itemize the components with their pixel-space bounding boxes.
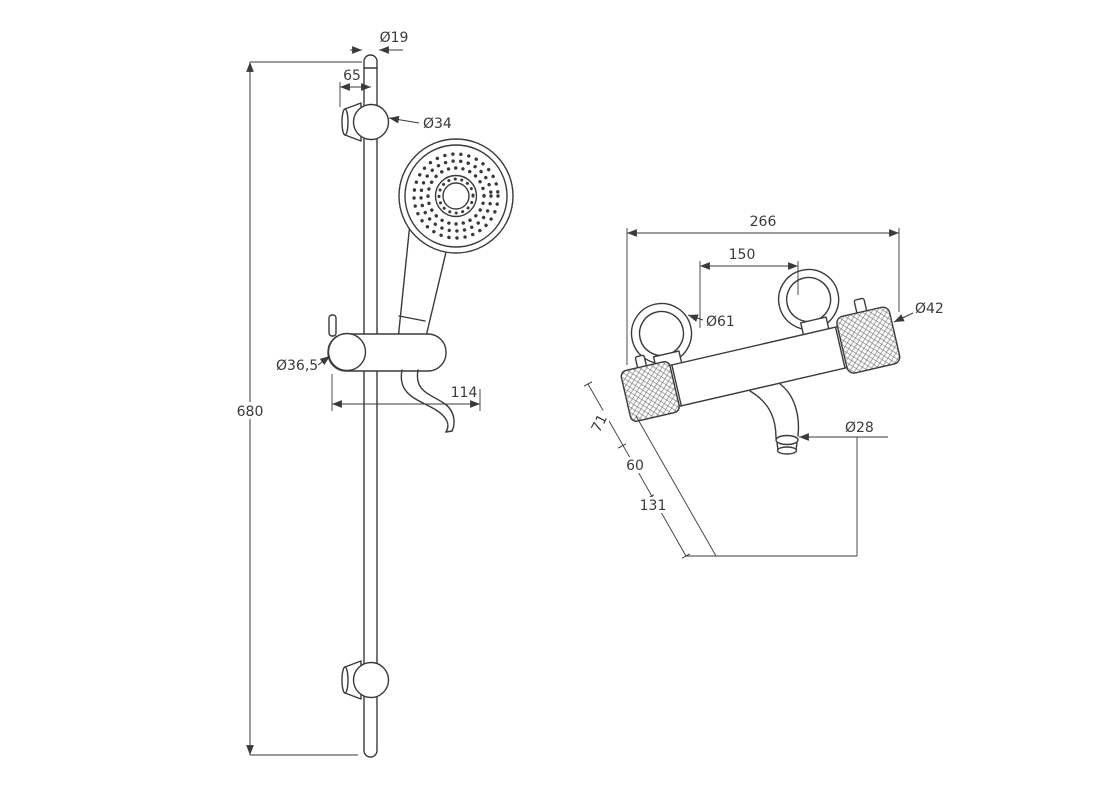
rail-tube: [363, 54, 378, 758]
spout-aerator: [776, 446, 798, 455]
dim-label-spout-offset: 60: [626, 458, 644, 474]
dim-rail-length: 680: [233, 61, 362, 756]
dim-label-overall-width: 266: [750, 214, 777, 230]
dim-connection-centres: 150: [699, 247, 799, 328]
dim-label-rail-length: 680: [237, 404, 264, 420]
dim-overall-width: 266: [626, 214, 900, 365]
shower-hose: [400, 369, 455, 433]
slider-holder: [327, 314, 447, 372]
mixer-body-group: [620, 268, 901, 422]
dim-spout-diameter: Ø28: [686, 420, 888, 557]
dim-label-bracket-offset: 65: [343, 68, 361, 84]
dim-rail-top-diameter: Ø19: [350, 30, 409, 54]
dim-escutcheon-diameter: Ø61: [687, 314, 735, 330]
dim-label-handle-diameter: Ø42: [915, 301, 944, 317]
dim-handset-offset: 114: [331, 374, 481, 411]
dim-bracket-diameter: Ø34: [388, 115, 452, 132]
dim-label-rail-top-diameter: Ø19: [380, 30, 409, 46]
dim-bracket-offset: 65: [339, 68, 371, 107]
hand-shower-head: [398, 138, 514, 254]
dim-label-escutcheon-diameter: Ø61: [706, 314, 735, 330]
dim-slider-diameter: Ø36,5: [276, 355, 331, 374]
bath-spout: [749, 383, 800, 455]
dim-label-spout-reach: 131: [640, 498, 667, 514]
dim-handle-diameter: Ø42: [893, 301, 944, 323]
dim-label-depth-group: 71: [584, 407, 613, 439]
dim-label-bracket-diameter: Ø34: [423, 116, 452, 132]
dim-depth-chain: 71 60 131: [583, 381, 717, 559]
dim-label-slider-diameter: Ø36,5: [276, 358, 318, 374]
upper-wall-bracket: [341, 102, 390, 142]
slider-lock-pin: [328, 314, 337, 337]
mixer-drawing: 266 150 Ø61 Ø42 Ø28: [583, 214, 944, 559]
knurled-knob-left: [620, 361, 680, 422]
dim-label-depth: 71: [589, 412, 611, 435]
dim-label-connection-centres: 150: [729, 247, 756, 263]
knurled-handle-right: [836, 306, 901, 374]
dim-label-handset-offset: 114: [451, 385, 478, 401]
dim-label-spout-diameter: Ø28: [845, 420, 874, 436]
slide-rail-drawing: 680 65 Ø19 Ø34 Ø36,5 114: [233, 30, 514, 758]
lower-wall-bracket: [341, 660, 390, 700]
